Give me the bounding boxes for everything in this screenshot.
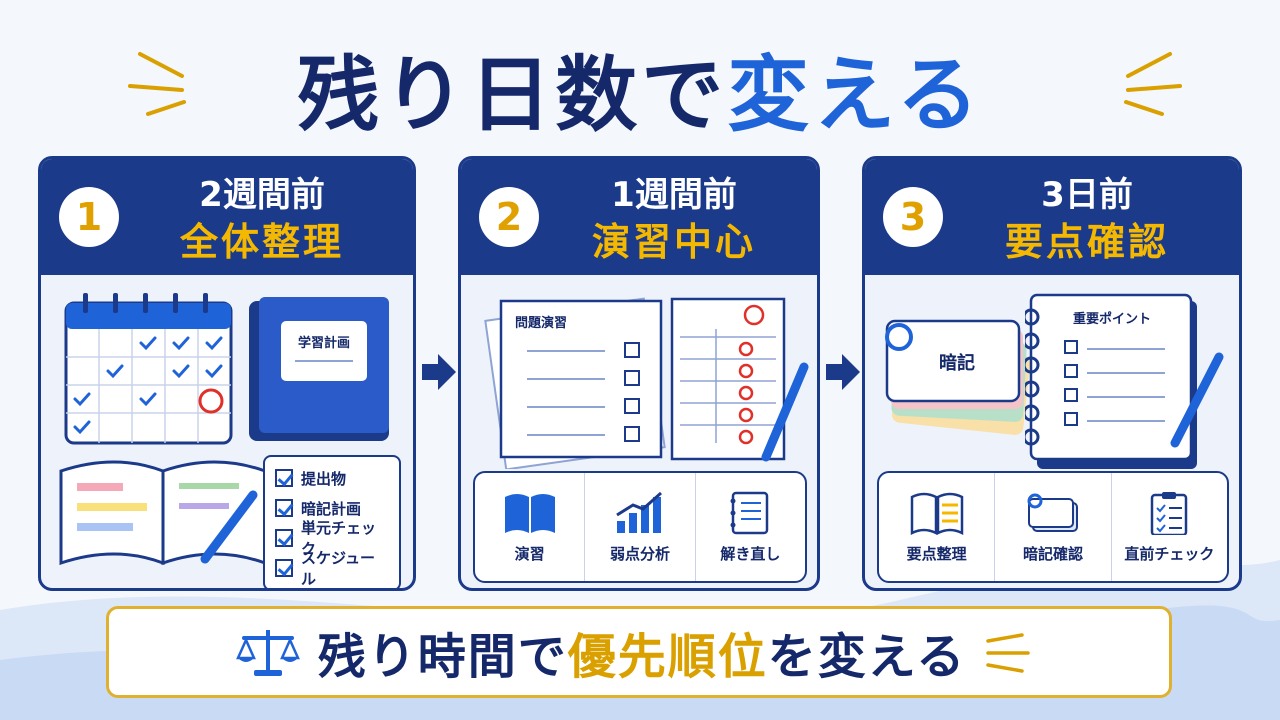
checklist-item: 暗記計画 [275,493,389,523]
card-focus: 要点確認 [1004,220,1169,264]
answer-sheet-icon [670,297,809,462]
checkbox-icon [275,529,293,547]
notebook-icon [730,491,769,534]
step-number: 2 [479,187,539,247]
icon-cell-practice: 演習 [475,473,586,581]
card-focus: 演習中心 [591,220,756,264]
card-header: 1 2週間前 全体整理 [41,159,413,275]
icon-cell-memorize: 暗記確認 [995,473,1112,581]
card-when: 2週間前 [199,175,325,215]
card-two-weeks: 1 2週間前 全体整理 学習計画 提出物 暗 [38,156,416,591]
open-book-icon [910,492,963,535]
title-accent: 変える [727,48,983,143]
sparkle-lines-banner [986,633,1031,673]
card-when: 3日前 [1041,175,1133,215]
checkbox-icon [275,469,293,487]
prep-checklist: 提出物 暗記計画 単元チェック スケジュール [263,455,401,588]
card-header: 2 1週間前 演習中心 [461,159,817,275]
card-when: 1週間前 [611,175,737,215]
arrow-right-icon [422,354,456,390]
clipboard-icon [1151,491,1188,535]
icon-cell-final-check: 直前チェック [1112,473,1227,581]
card-label: 暗記 [939,352,975,374]
banner-text: 残り時間で優先順位を変える [317,629,967,685]
flashcard-icon [1027,493,1078,532]
title-main: 残り日数で [297,48,728,143]
balance-scale-icon [235,630,300,676]
card-three-days: 3 3日前 要点確認 暗記 重要ポイント 要点整理 暗記確認 直前 [862,156,1242,591]
arrow-right-icon [826,354,860,390]
key-points-notebook-icon: 重要ポイント [1025,293,1224,469]
flashcards-icon: 暗記 [885,319,1031,435]
step-number: 3 [883,187,943,247]
icon-cell-review: 解き直し [696,473,805,581]
icon-cell-weakness: 弱点分析 [585,473,696,581]
page-title: 残り日数で変える [0,28,1280,147]
banner-highlight: 優先順位 [567,629,768,685]
card-header: 3 3日前 要点確認 [865,159,1239,275]
card-one-week: 2 1週間前 演習中心 問題演習 演習 弱点分析 解き直し [458,156,820,591]
sparkle-lines-left [128,52,186,116]
book-icon [504,493,555,533]
checklist-item: スケジュール [275,549,389,588]
checkbox-icon [275,499,293,517]
bottom-banner: 残り時間で優先順位を変える [106,606,1172,698]
paper-label: 問題演習 [515,315,567,331]
card-focus: 全体整理 [179,220,344,264]
checkbox-icon [275,559,293,577]
review-icon-panel: 要点整理 暗記確認 直前チェック [877,471,1229,583]
bar-chart-icon [616,491,662,533]
step-number: 1 [59,187,119,247]
notebook-label: 重要ポイント [1073,311,1151,327]
icon-cell-summary: 要点整理 [879,473,996,581]
calendar-icon [64,293,233,445]
checklist-item: 単元チェック [275,519,389,558]
practice-icon-panel: 演習 弱点分析 解き直し [473,471,807,583]
study-plan-book-icon: 学習計画 [249,297,389,441]
book-label: 学習計画 [298,335,350,351]
checklist-item: 提出物 [275,463,389,493]
notebook-icon [59,460,267,566]
sparkle-lines-right [1124,52,1182,116]
practice-paper-icon: 問題演習 [484,297,666,469]
